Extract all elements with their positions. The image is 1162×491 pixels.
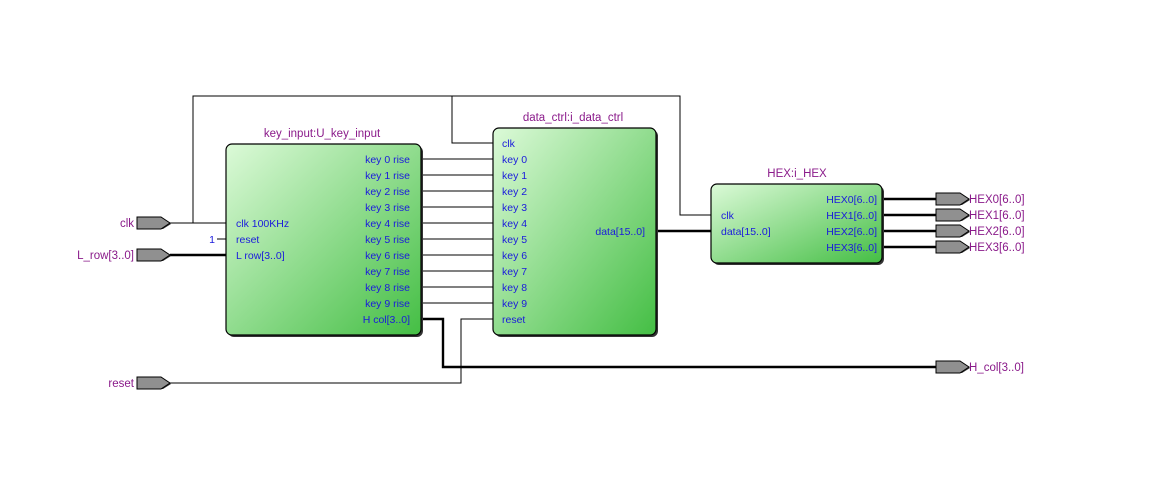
pin-label: HEX1[6..0] [969, 210, 1025, 222]
port-label: key 0 rise [365, 154, 410, 166]
wires [170, 95, 936, 384]
output-pin-hex2[interactable]: HEX2[6..0] [935, 224, 1025, 238]
port-label: reset [236, 234, 259, 246]
pin-label: reset [108, 378, 134, 390]
port-label: key 8 [502, 282, 527, 294]
port-label: reset [502, 314, 525, 326]
port-label: key 7 rise [365, 266, 410, 278]
pin-label: HEX2[6..0] [969, 226, 1025, 238]
port-label: L row[3..0] [236, 250, 285, 262]
port-label: HEX1[6..0] [826, 210, 877, 222]
block-hex[interactable]: HEX:i_HEX clk data[15..0] HEX0[6..0] HEX… [710, 168, 884, 265]
block-key-input[interactable]: key_input:U_key_input clk 100KHz reset L… [209, 128, 423, 337]
port-label: key 9 [502, 298, 527, 310]
port-label: data[15..0] [721, 226, 771, 238]
port-label: H col[3..0] [363, 314, 410, 326]
block-data-ctrl[interactable]: data_ctrl:i_data_ctrl clk key 0 key 1 key 2… [492, 112, 658, 337]
pin-label: clk [120, 218, 134, 230]
port-label: HEX0[6..0] [826, 194, 877, 206]
input-pin-clk[interactable]: clk [120, 216, 171, 230]
port-label: key 4 [502, 218, 527, 230]
wire-clk-bus[interactable] [170, 95, 711, 224]
port-label: clk 100KHz [236, 218, 289, 230]
pin-label: L_row[3..0] [77, 250, 134, 262]
wire-group-keys [421, 158, 493, 304]
port-label: key 4 rise [365, 218, 410, 230]
port-label: key 1 [502, 170, 527, 182]
pin-label: HEX0[6..0] [969, 194, 1025, 206]
port-label: data[15..0] [595, 226, 645, 238]
port-label: key 7 [502, 266, 527, 278]
output-pin-h-col[interactable]: H_col[3..0] [935, 360, 1024, 374]
block-title: data_ctrl:i_data_ctrl [523, 112, 623, 124]
port-label: key 0 [502, 154, 527, 166]
port-label: key 5 rise [365, 234, 410, 246]
port-label: key 3 rise [365, 202, 410, 214]
port-label: key 3 [502, 202, 527, 214]
port-label: clk [502, 138, 516, 150]
port-label: clk [721, 210, 735, 222]
block-title: key_input:U_key_input [264, 128, 381, 140]
port-label: key 6 rise [365, 250, 410, 262]
port-label: key 2 [502, 186, 527, 198]
input-pin-reset[interactable]: reset [108, 376, 171, 390]
wire-clk-data-ctrl[interactable] [451, 96, 493, 144]
port-label: key 6 [502, 250, 527, 262]
output-pin-hex0[interactable]: HEX0[6..0] [935, 192, 1025, 206]
input-pin-l-row[interactable]: L_row[3..0] [77, 248, 171, 262]
reset-constant: 1 [209, 234, 215, 246]
output-pin-hex1[interactable]: HEX1[6..0] [935, 208, 1025, 222]
pin-label: H_col[3..0] [969, 362, 1024, 374]
block-title: HEX:i_HEX [767, 168, 827, 180]
port-label: key 2 rise [365, 186, 410, 198]
output-pin-hex3[interactable]: HEX3[6..0] [935, 240, 1025, 254]
port-label: HEX3[6..0] [826, 242, 877, 254]
port-label: key 1 rise [365, 170, 410, 182]
port-label: key 5 [502, 234, 527, 246]
wire-h-col[interactable] [421, 317, 936, 369]
pin-label: HEX3[6..0] [969, 242, 1025, 254]
port-label: key 9 rise [365, 298, 410, 310]
wire-reset[interactable] [170, 318, 493, 384]
port-label: HEX2[6..0] [826, 226, 877, 238]
port-label: key 8 rise [365, 282, 410, 294]
